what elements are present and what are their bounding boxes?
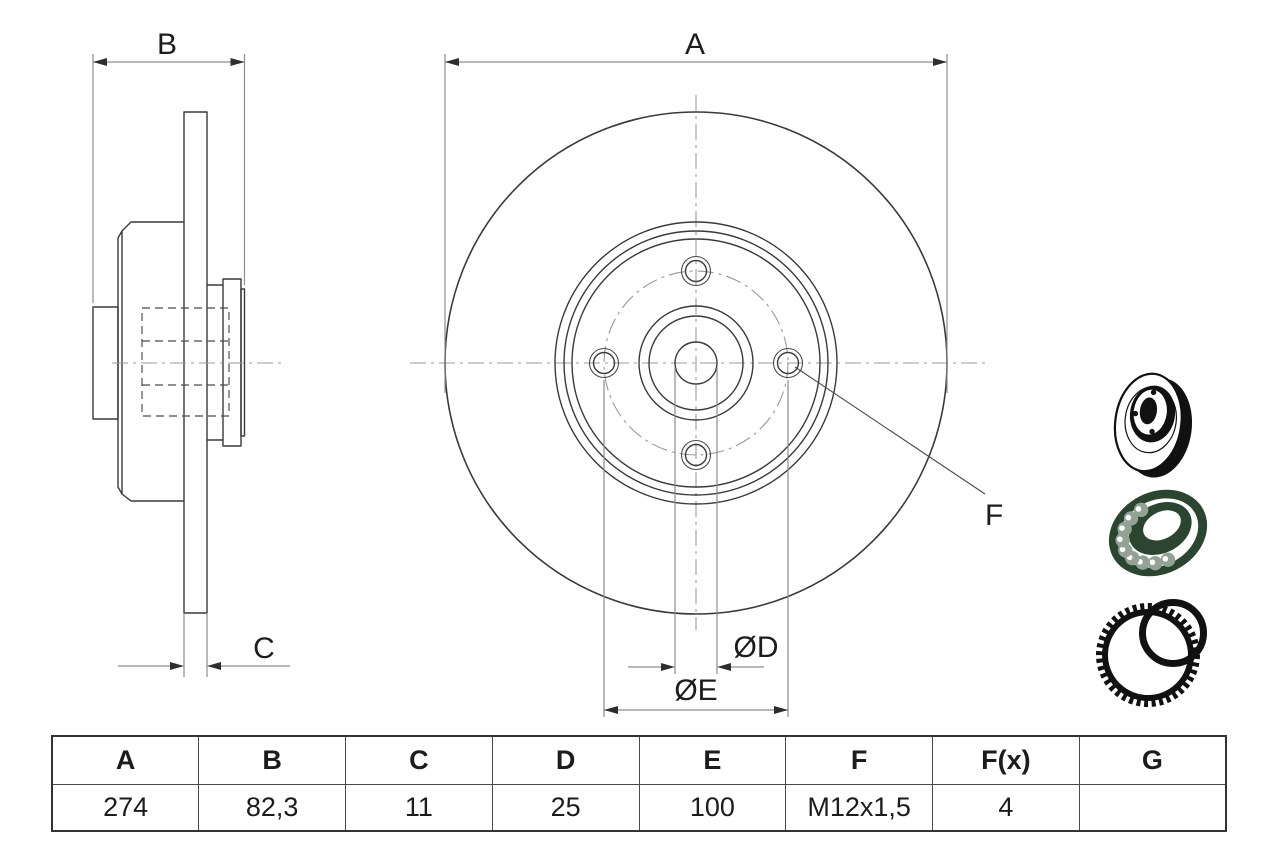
dim-label-e: ØE: [674, 674, 717, 707]
brake-disc-3d-icon: [1113, 372, 1193, 478]
center-bore: [674, 341, 718, 385]
hidden-bore-lines: [142, 340, 229, 386]
dimension-table: A B C D E F F(x) G 274 82,3 11 25 100 M1…: [51, 735, 1227, 832]
table-header-cell: G: [1078, 735, 1227, 785]
hub-circle-inner: [571, 238, 821, 488]
dim-d-arrow-right: [717, 663, 731, 671]
dim-f-leader: [794, 366, 986, 495]
dim-c-lines: [118, 613, 290, 677]
table-value-cell: 82,3: [198, 784, 346, 832]
dim-b-arrow-right: [230, 58, 245, 66]
dim-label-f: F: [985, 499, 1003, 532]
dim-b-lines: [92, 54, 246, 303]
hub-circle-mid: [563, 230, 829, 496]
dim-b-arrow-left: [93, 58, 107, 66]
table-header-cell: F(x): [932, 735, 1080, 785]
front-view: [410, 95, 985, 630]
center-ring-outer: [638, 305, 754, 421]
center-ring-inner: [648, 315, 744, 411]
dim-a-arrow-left: [445, 58, 459, 66]
wheel-bearing-icon: [1108, 489, 1208, 577]
right-step-lines: [207, 284, 223, 441]
table-value-cell: 274: [51, 784, 200, 832]
table-value-cell: M12x1,5: [785, 784, 933, 832]
dim-c-arrow-right: [207, 662, 221, 670]
dim-label-a: A: [685, 28, 705, 61]
dim-d-lines: [628, 368, 764, 674]
side-view: [92, 111, 282, 614]
table-value-cell: 25: [491, 784, 640, 832]
table-value-cell: 100: [638, 784, 787, 832]
dim-d-arrow-left: [661, 663, 675, 671]
dimensions: A B C ØD ØE F: [92, 28, 1003, 717]
table-value-cell: [1078, 784, 1227, 832]
dim-label-b: B: [157, 28, 177, 61]
table-value-cell: 4: [932, 784, 1080, 832]
table-header-cell: A: [51, 735, 200, 785]
dim-e-lines: [603, 380, 789, 717]
hidden-bore-outline: [141, 307, 230, 417]
table-value-cell: 11: [345, 784, 493, 832]
dim-a-lines: [444, 54, 948, 393]
table-header-cell: D: [491, 735, 640, 785]
dim-e-arrow-right: [774, 706, 788, 714]
dim-label-c: C: [253, 632, 275, 665]
dim-c-arrow-left: [170, 662, 184, 670]
hub-body-section: [121, 221, 184, 502]
abs-tone-ring-icon: [1096, 599, 1207, 707]
bolt-circle: [603, 270, 789, 456]
dim-e-arrow-left: [604, 706, 618, 714]
table-header-row: A B C D E F F(x) G: [51, 735, 1227, 785]
table-header-cell: F: [785, 735, 933, 785]
bolt-holes: [588, 255, 804, 471]
dim-a-arrow-right: [933, 58, 947, 66]
bearing-balls: [1115, 502, 1176, 571]
table-header-cell: B: [198, 735, 346, 785]
dim-label-d: ØD: [734, 631, 779, 664]
table-header-cell: E: [638, 735, 787, 785]
table-value-row: 274 82,3 11 25 100 M12x1,5 4: [51, 784, 1227, 832]
hub-circle-outer: [554, 221, 838, 505]
table-header-cell: C: [345, 735, 493, 785]
